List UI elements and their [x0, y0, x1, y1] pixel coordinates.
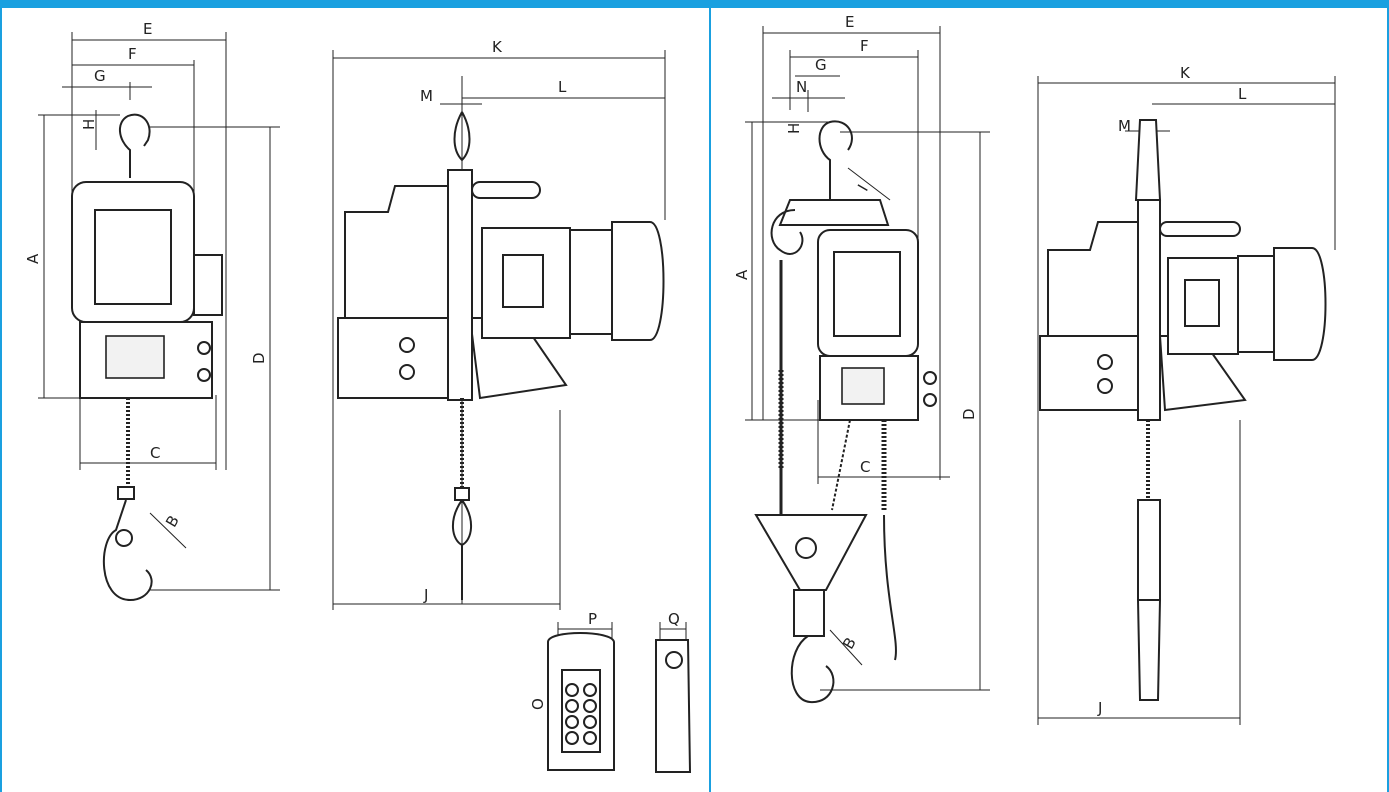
center-column: [447, 169, 473, 401]
top-hook-icon: [818, 120, 853, 200]
motor-fins: [1237, 255, 1275, 353]
side-top-hook-icon: [453, 111, 471, 162]
trolley-bar: [778, 199, 890, 226]
dim-label-d: D: [960, 408, 978, 420]
bottom-hook-icon: [790, 635, 835, 704]
dim-label-h: H: [785, 123, 803, 134]
left-front-view: E F G H A D C B: [24, 20, 280, 602]
dim-label-l: L: [1238, 85, 1247, 103]
right-side-view: K L M J: [1037, 64, 1336, 725]
dim-label-d: D: [250, 352, 268, 364]
dim-label-g: G: [815, 56, 827, 74]
left-side-view: K L M J: [332, 38, 666, 610]
top-hook-icon: [119, 113, 151, 178]
dim-label-m: M: [420, 87, 433, 105]
center-column: [1137, 199, 1161, 421]
dim-label-n: N: [796, 78, 807, 96]
control-box: [344, 185, 451, 319]
handle: [471, 181, 541, 199]
side-hook-icon: [770, 209, 804, 255]
motor-fins: [569, 229, 613, 335]
dim-label-o: O: [529, 698, 547, 710]
bottom-hook-icon: [102, 499, 153, 602]
dim-label-k: K: [492, 38, 503, 56]
side-box: [193, 254, 223, 316]
dim-label-k: K: [1180, 64, 1191, 82]
remote-side: [655, 639, 692, 773]
gearbox-side: [1039, 335, 1143, 411]
top-accent-bar: [0, 0, 1389, 8]
handle: [1159, 221, 1241, 237]
dim-label-f: F: [128, 45, 137, 63]
dim-label-f: F: [860, 37, 869, 55]
dim-label-m: M: [1118, 117, 1131, 135]
rope-stop: [117, 486, 135, 500]
gearbox-side: [337, 317, 464, 399]
control-box: [1047, 221, 1141, 337]
hoist-plate: [94, 209, 172, 305]
dim-label-b: B: [839, 634, 860, 652]
dim-label-e: E: [143, 20, 152, 38]
dim-label-c: C: [860, 458, 870, 476]
dim-label-h: H: [80, 119, 98, 130]
motor-fan-cover: [1273, 247, 1327, 361]
dim-label-j: J: [423, 586, 428, 604]
dim-label-j: J: [1097, 699, 1102, 717]
hoist-label-plate: [105, 335, 165, 379]
dim-label-g: G: [94, 67, 106, 85]
dim-label-e: E: [845, 13, 854, 31]
right-panel: [709, 0, 1389, 792]
dim-label-p: P: [588, 610, 597, 628]
load-block: [1137, 499, 1161, 601]
right-front-view: E F G N H I A D C B: [733, 13, 990, 704]
side-bottom-hook-icon: [452, 499, 472, 600]
load-block: [754, 514, 868, 591]
motor-fan-cover: [611, 221, 665, 341]
dim-label-c: C: [150, 444, 160, 462]
dim-label-a: A: [24, 253, 42, 264]
dim-label-a: A: [733, 269, 751, 280]
dim-label-q: Q: [668, 610, 680, 628]
dim-label-l: L: [558, 78, 567, 96]
remote-view: P Q O: [529, 610, 692, 773]
dim-label-i: I: [854, 181, 872, 194]
